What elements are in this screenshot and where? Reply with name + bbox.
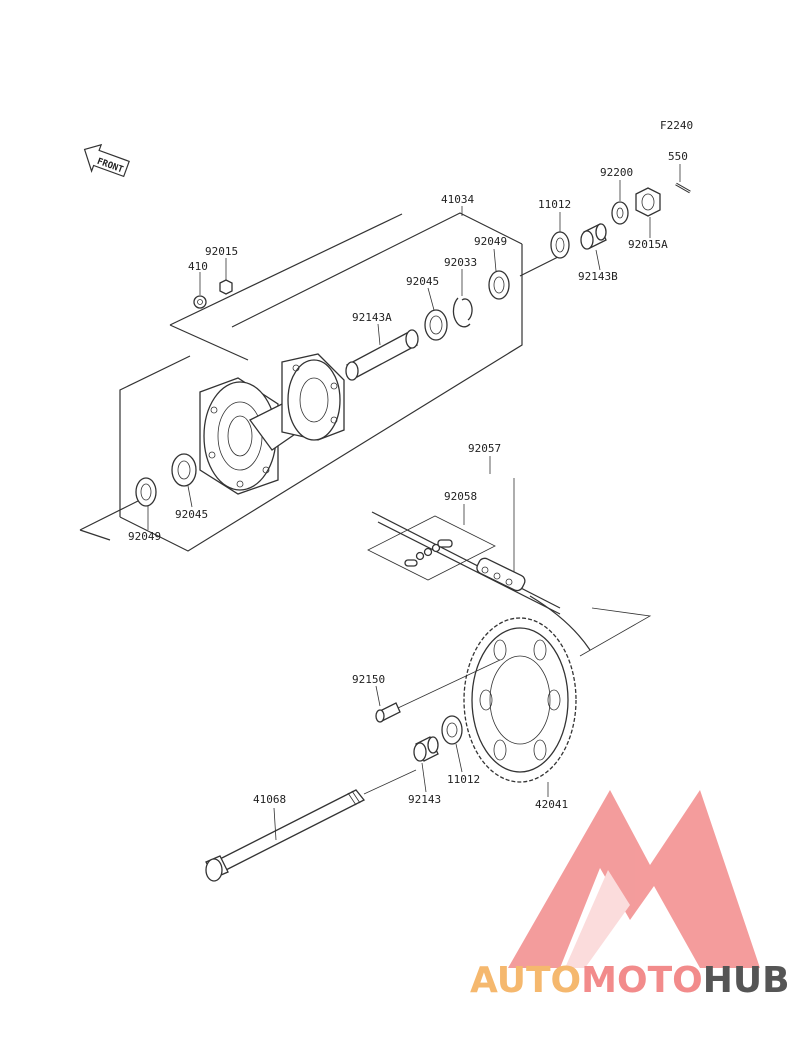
part-550-cotter-pin xyxy=(675,182,691,194)
label-92015: 92015 xyxy=(205,245,238,258)
label-11012-bottom: 11012 xyxy=(447,773,480,786)
label-92015A: 92015A xyxy=(628,238,668,251)
label-92143B: 92143B xyxy=(578,270,618,283)
label-42041: 42041 xyxy=(535,798,568,811)
label-11012-top: 11012 xyxy=(538,198,571,211)
watermark-brand: AUTOMOTOHUB xyxy=(470,960,800,1010)
label-550: 550 xyxy=(668,150,688,163)
label-92049-bottom: 92049 xyxy=(128,530,161,543)
label-92057: 92057 xyxy=(468,442,501,455)
part-92045-bearing-bottom xyxy=(171,453,197,487)
watermark-auto: AUTO xyxy=(470,960,582,1001)
leader-box-top xyxy=(231,212,523,328)
part-92143B-spacer xyxy=(580,223,607,250)
part-410-washer xyxy=(193,295,207,309)
part-chain-joint-pieces xyxy=(404,539,453,567)
leader-box-right xyxy=(119,244,523,552)
leader-box-mid xyxy=(169,324,249,361)
label-92045-bottom: 92045 xyxy=(175,508,208,521)
part-92200-washer xyxy=(611,201,629,225)
watermark-hub: HUB xyxy=(702,960,790,1001)
part-92045-bearing-top xyxy=(424,309,448,341)
label-92143A: 92143A xyxy=(352,311,392,324)
part-92015A-nut xyxy=(635,187,661,217)
part-41068-axle xyxy=(205,789,366,882)
axis-line-left2 xyxy=(79,529,111,541)
leader-box-bottom-left xyxy=(119,355,191,517)
part-92058-joint-box xyxy=(367,515,496,581)
leader-box-left xyxy=(169,213,403,326)
label-41034: 41034 xyxy=(441,193,474,206)
axis-line-top xyxy=(519,255,561,277)
front-arrow-icon: FRONT xyxy=(83,143,130,178)
label-92045-top: 92045 xyxy=(406,275,439,288)
label-92150: 92150 xyxy=(352,673,385,686)
label-92058: 92058 xyxy=(444,490,477,503)
part-92049-seal-top xyxy=(488,270,510,300)
part-92049-seal-bottom xyxy=(135,477,157,507)
part-42041-sprocket xyxy=(463,617,577,783)
part-92143A-spacer xyxy=(345,329,419,381)
label-92033: 92033 xyxy=(444,256,477,269)
label-92049-top: 92049 xyxy=(474,235,507,248)
part-11012-collar-top xyxy=(550,231,570,259)
label-92200: 92200 xyxy=(600,166,633,179)
axis-line-left xyxy=(79,499,141,531)
part-11012-collar-bottom xyxy=(441,715,463,745)
part-92033-circlip xyxy=(452,297,473,328)
part-92150-bolt xyxy=(375,702,401,723)
label-41068: 41068 xyxy=(253,793,286,806)
part-rear-hub xyxy=(199,353,345,495)
watermark-moto: MOTO xyxy=(581,960,703,1001)
watermark-logo xyxy=(508,790,760,968)
part-92057-chain xyxy=(371,511,591,651)
part-92015-nut xyxy=(219,279,233,295)
part-92143-spacer xyxy=(413,736,439,762)
label-92143: 92143 xyxy=(408,793,441,806)
label-410: 410 xyxy=(188,260,208,273)
diagram-code: F2240 xyxy=(660,119,693,132)
